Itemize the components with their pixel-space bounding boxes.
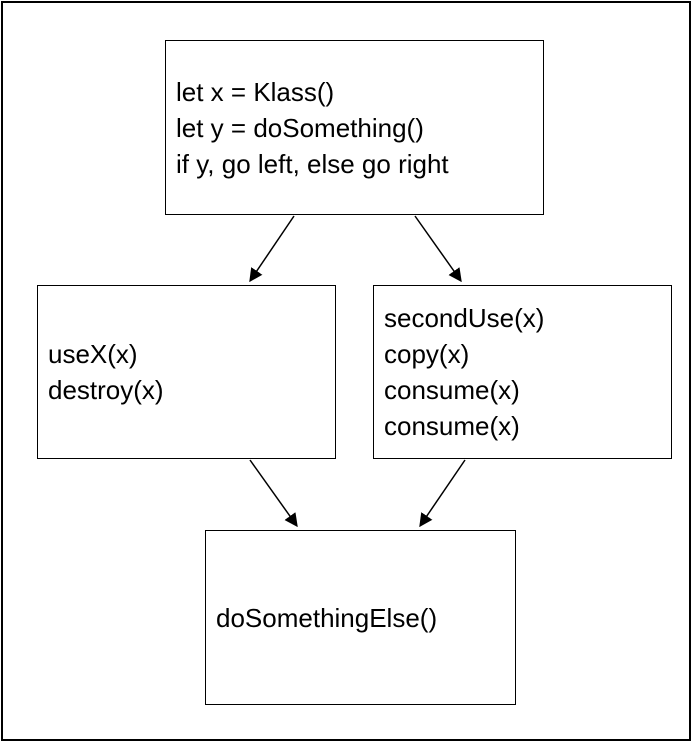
edge-top-to-left <box>249 215 295 283</box>
node-left: useX(x) destroy(x) <box>37 285 336 459</box>
node-bottom: doSomethingElse() <box>205 530 516 705</box>
node-top-line: let x = Klass() <box>176 76 335 107</box>
node-right-line: consume(x) <box>384 411 520 441</box>
edge-right-to-bottom <box>419 459 466 528</box>
node-left-line: destroy(x) <box>48 375 164 405</box>
edge-left-to-bottom <box>249 459 298 528</box>
node-top: let x = Klass() let y = doSomething() if… <box>165 40 544 215</box>
node-left-line: useX(x) <box>48 339 138 369</box>
node-right: secondUse(x) copy(x) consume(x) consume(… <box>373 285 672 459</box>
edge-top-to-right <box>414 215 462 283</box>
node-bottom-line: doSomethingElse() <box>216 602 438 633</box>
node-top-line: let y = doSomething() <box>176 112 424 143</box>
node-right-line: secondUse(x) <box>384 303 545 333</box>
node-top-line: if y, go left, else go right <box>176 148 449 179</box>
node-right-line: consume(x) <box>384 375 520 405</box>
node-right-line: copy(x) <box>384 339 470 369</box>
